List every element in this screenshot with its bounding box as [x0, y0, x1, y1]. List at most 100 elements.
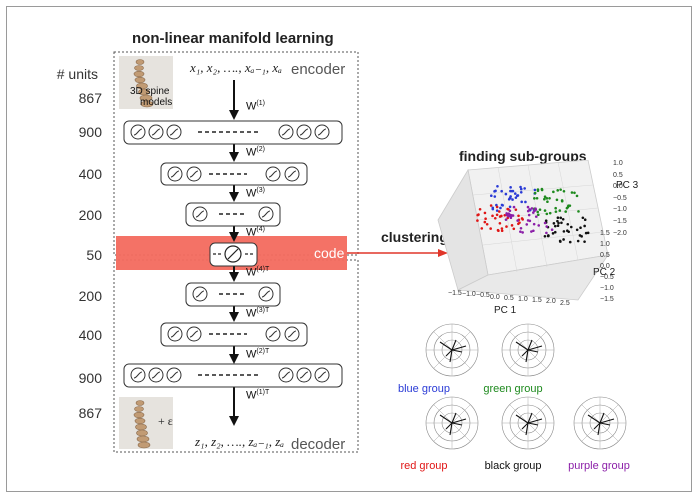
scatter-point — [503, 213, 507, 217]
scatter-point — [560, 221, 563, 225]
sigmoid-symbol — [151, 128, 161, 136]
polar-vector — [527, 339, 533, 351]
polar-vector — [451, 345, 467, 351]
scatter-point — [489, 227, 492, 230]
units-900-top: 900 — [78, 124, 102, 140]
scatter-point — [507, 212, 511, 215]
scatter-point — [480, 227, 484, 230]
sigmoid-symbol — [261, 290, 271, 298]
code-arrow-head — [438, 249, 448, 257]
sigmoid-symbol — [133, 371, 143, 379]
scatter-point — [519, 185, 522, 189]
polar-vector — [521, 422, 529, 430]
scatter-point — [497, 229, 500, 233]
scatter-point — [526, 219, 530, 222]
sigmoid-symbol — [268, 170, 278, 178]
scatter-point — [533, 197, 536, 200]
scatter-point — [564, 210, 567, 213]
polar-vector — [527, 412, 533, 424]
weight-label-w4t: W(4)T — [246, 266, 270, 279]
pc1-axis-label: PC 1 — [494, 305, 517, 316]
scatter-point — [519, 226, 523, 230]
polar-spoke — [527, 422, 547, 442]
pc1-tick: 0.5 — [504, 294, 514, 302]
polar-vector — [451, 412, 457, 424]
scatter-point — [525, 223, 529, 226]
scatter-point — [509, 195, 512, 198]
pc3-tick: 1.0 — [613, 160, 623, 167]
encoder-inputs: x₁, x₂, …., xₐ₋₁, xₐ — [190, 60, 282, 75]
polar-vector — [599, 412, 605, 424]
pc2-tick: −1.5 — [600, 296, 614, 303]
scatter-point — [545, 225, 549, 228]
scatter-point — [509, 216, 513, 220]
scatter-point — [579, 226, 582, 230]
polar-vector — [515, 414, 529, 424]
decoder-outputs: z₁, z₂, …., zₐ₋₁, zₐ — [195, 434, 285, 449]
sigmoid-symbol — [151, 371, 161, 379]
weight-label-w1: W(1) — [246, 100, 265, 113]
polar-spoke — [433, 331, 453, 351]
polar-vector — [451, 422, 463, 426]
scatter-point — [567, 204, 570, 207]
scatter-point — [534, 215, 538, 218]
noise-term: + ε — [158, 414, 173, 428]
polar-vector — [593, 422, 601, 430]
subgroups-title: finding sub-groups — [459, 148, 587, 164]
scatter-point — [562, 189, 566, 193]
sigmoid-symbol — [287, 170, 297, 178]
group-label-black: black group — [484, 460, 542, 472]
scatter-point — [558, 239, 562, 243]
scatter-point — [499, 206, 502, 210]
scatter-point — [510, 189, 513, 193]
scatter-point — [566, 222, 570, 226]
polar-vector — [449, 349, 453, 363]
polar-vector — [599, 422, 611, 426]
scatter-point — [533, 188, 537, 192]
scatter-point — [517, 214, 520, 218]
scatter-point — [583, 240, 586, 243]
weight-label-w1t: W(1)T — [246, 389, 270, 402]
scatter-point — [543, 197, 546, 201]
spine-caption-line1: 3D spine — [130, 86, 170, 97]
scatter-point — [543, 209, 547, 212]
scatter-point — [581, 216, 585, 220]
scatter-point — [495, 209, 499, 212]
units-200-top: 200 — [78, 207, 102, 223]
scatter-point — [511, 198, 514, 201]
sigmoid-symbol — [299, 371, 309, 379]
polar-spoke — [599, 404, 619, 424]
sigmoid-symbol — [287, 330, 297, 338]
polar-spoke — [527, 331, 547, 351]
scatter-point — [512, 205, 516, 209]
polar-spoke — [599, 422, 619, 442]
scatter-point — [551, 232, 555, 235]
sigmoid-symbol — [261, 210, 271, 218]
polar-spoke — [581, 404, 601, 424]
encoder-label: encoder — [291, 61, 346, 78]
scatter-point — [560, 199, 564, 203]
pc1-tick: −1.5 — [448, 290, 462, 297]
scatter-point — [583, 218, 587, 222]
scatter-point — [545, 197, 549, 200]
scatter-point — [566, 229, 569, 233]
scatter-point — [554, 210, 558, 213]
polar-spoke — [451, 349, 471, 369]
polar-vector — [527, 349, 539, 353]
sigmoid-symbol — [169, 371, 179, 379]
sigmoid-symbol — [169, 128, 179, 136]
units-header: # units — [56, 66, 98, 82]
scatter-point — [516, 194, 520, 197]
pc2-axis-label: PC 2 — [593, 267, 616, 278]
figure-frame — [6, 6, 692, 492]
pc1-tick: 1.5 — [532, 297, 542, 305]
sigmoid-symbol — [170, 170, 180, 178]
scatter-point — [520, 217, 524, 220]
polar-spoke — [451, 404, 471, 424]
pc3-tick: 0.5 — [613, 171, 623, 179]
scatter-point — [569, 225, 573, 229]
scatter-point — [493, 216, 497, 220]
scatter-point — [548, 211, 552, 215]
